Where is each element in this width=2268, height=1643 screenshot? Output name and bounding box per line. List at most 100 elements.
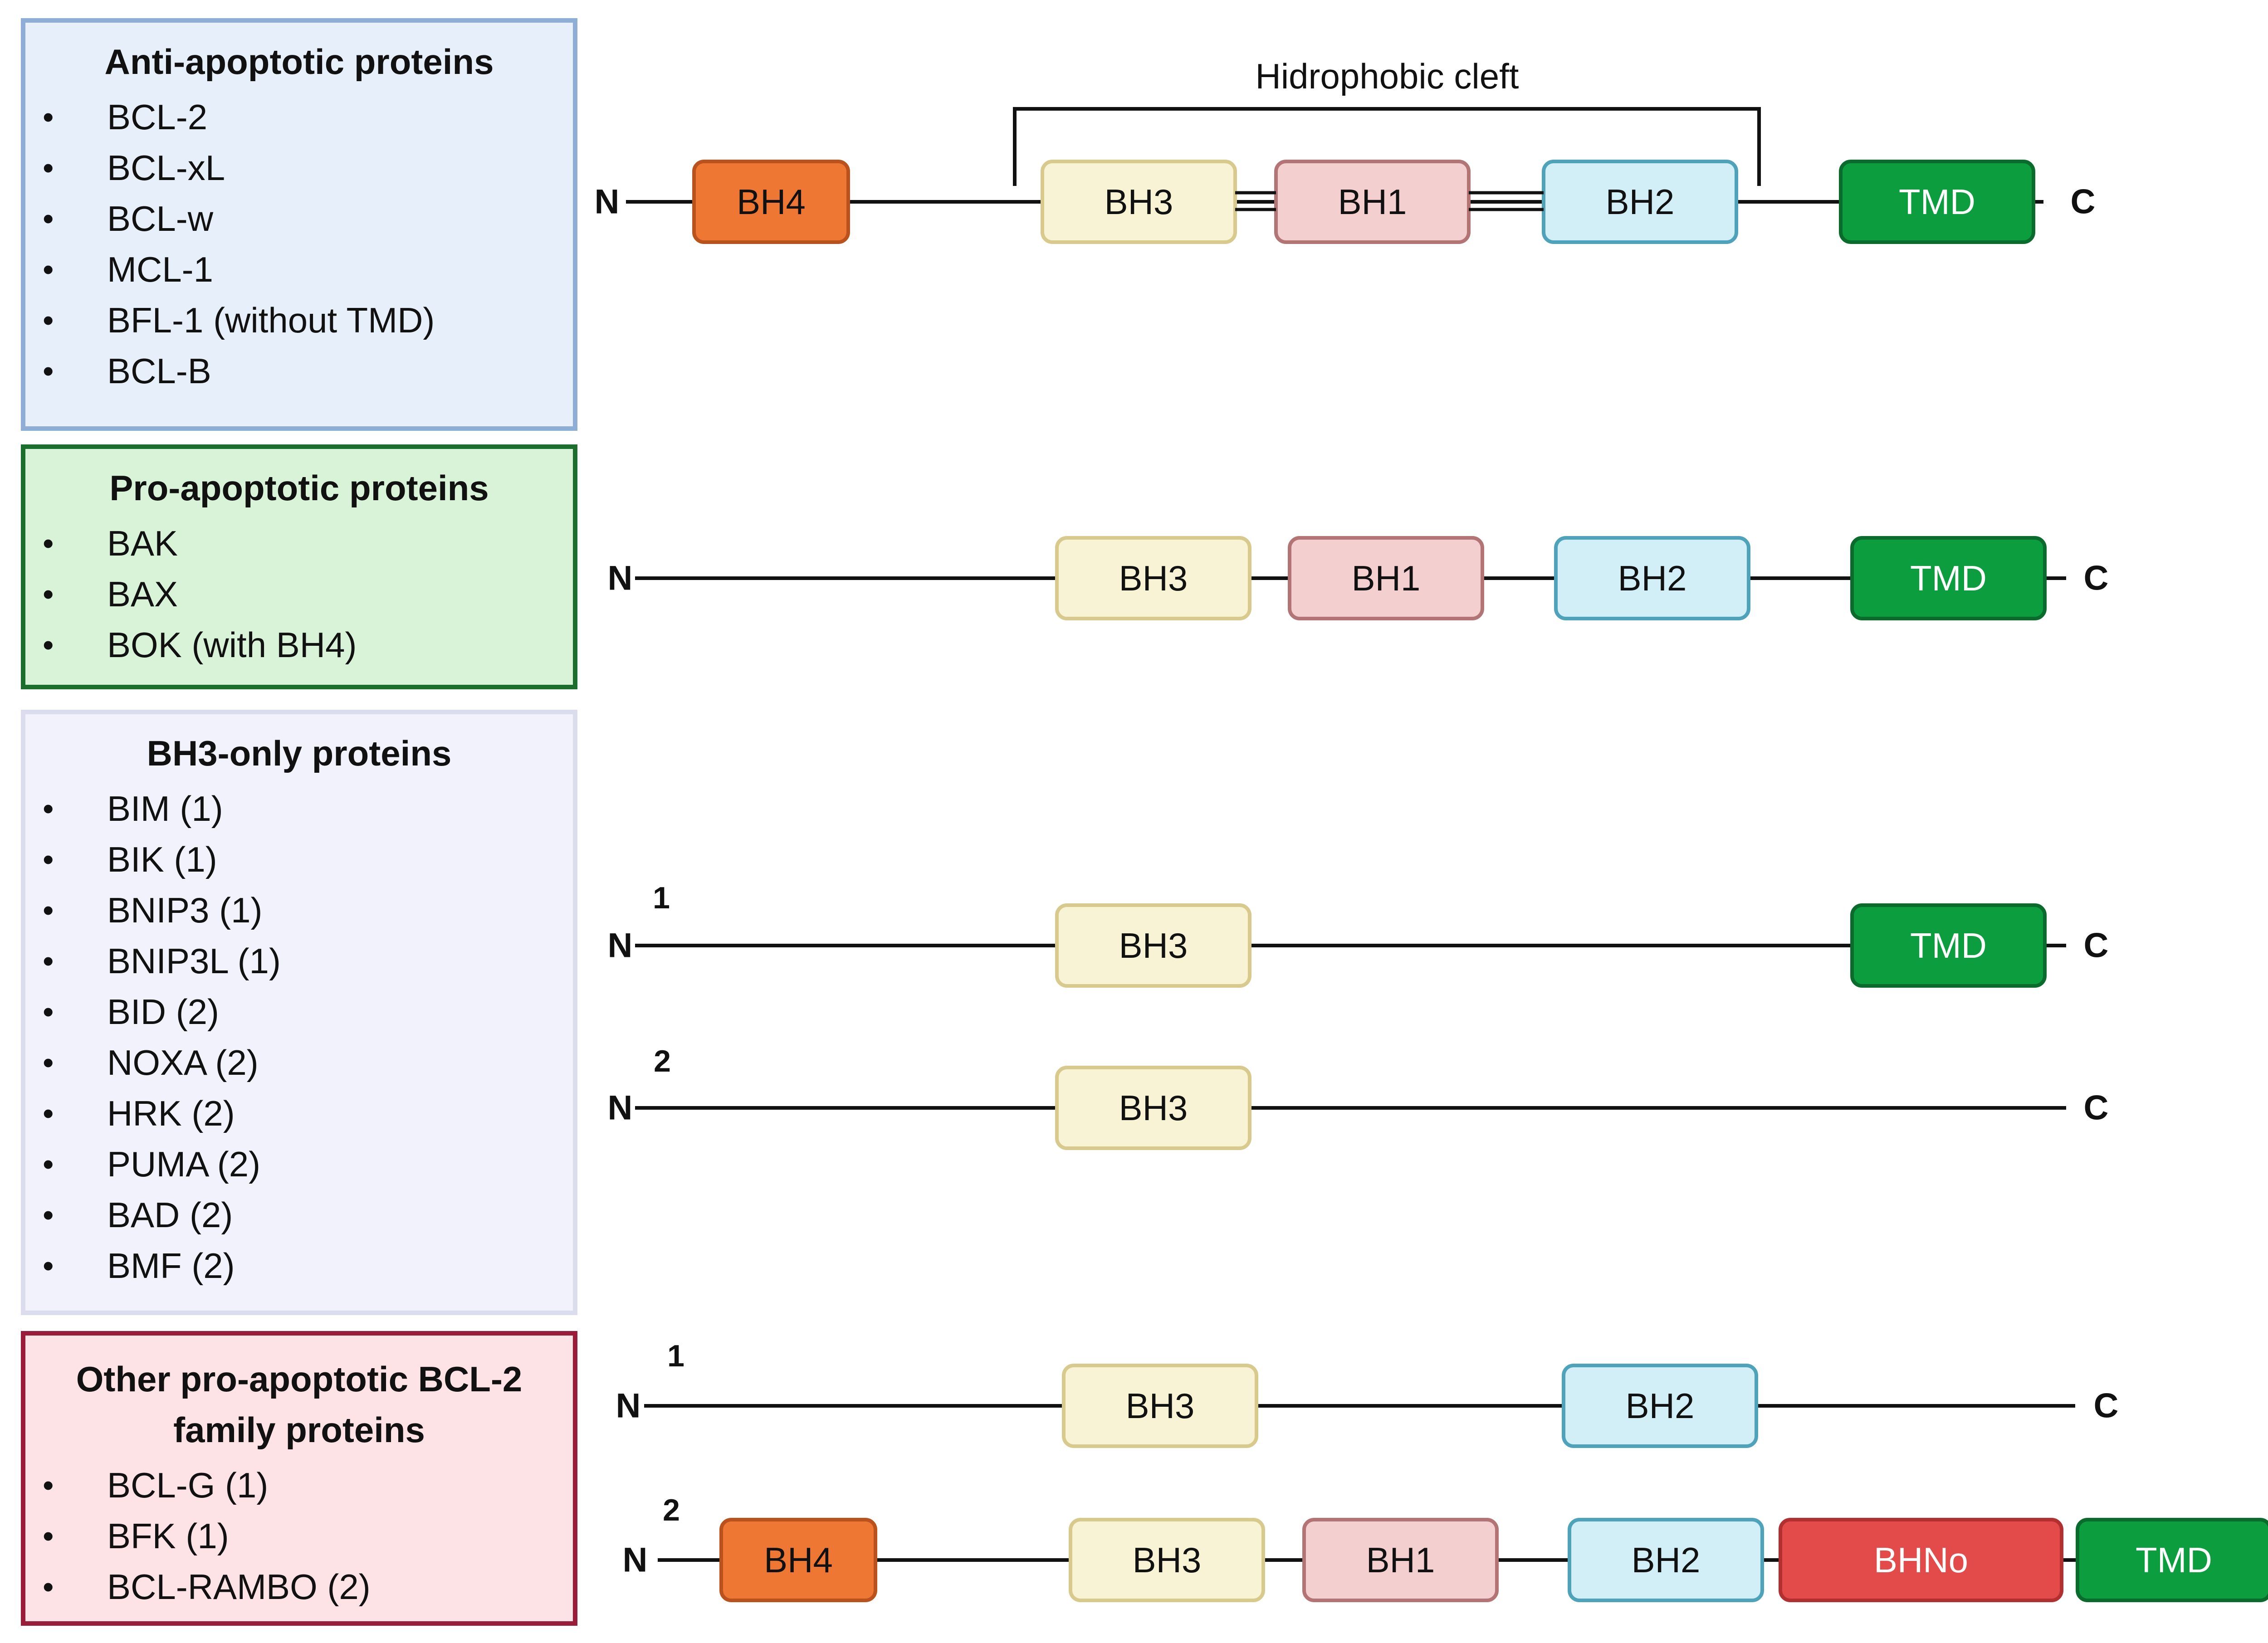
protein-list: • BAK • BAX •BOK (with BH4) [25, 518, 573, 670]
domain-bh3-label: BH3 [1119, 558, 1188, 598]
bullet: • [43, 1197, 54, 1233]
protein-name: MCL-1 [107, 249, 214, 289]
protein-name: BNIP3 (1) [107, 890, 263, 930]
domain-bh1-label: BH1 [1366, 1540, 1435, 1580]
bh3-only-panel: BH3-only proteins •BIM (1) •BIK (1) •BNI… [21, 710, 577, 1315]
domain-bh1-box [1288, 536, 1484, 620]
domain-bh3-label: BH3 [1119, 926, 1188, 965]
hydrophobic-cleft-label: Hidrophobic cleft [1256, 56, 1519, 96]
domain-bh3-label: BH3 [1126, 1386, 1195, 1426]
c-terminus-label: C [2084, 926, 2109, 965]
protein-name: BCL-RAMBO (2) [107, 1567, 371, 1607]
domain-tmd-label: TMD [1910, 558, 1987, 598]
bullet: • [43, 1518, 54, 1554]
domain-bh4-box [719, 1518, 877, 1602]
list-item: • BCL-G (1) [25, 1460, 573, 1511]
protein-name: BFK (1) [107, 1516, 229, 1556]
pro-apoptotic-panel: Pro-apoptotic proteins • BAK • BAX •BOK (w… [21, 444, 577, 689]
domain-tmd-label: TMD [2136, 1540, 2212, 1580]
list-item: • BNIP3L (1) [25, 936, 573, 986]
domain-bh3-label: BH3 [1105, 182, 1173, 222]
bullet: • [43, 1569, 54, 1604]
protein-name: BNIP3L (1) [107, 941, 281, 981]
n-terminus-label: N [616, 1387, 641, 1425]
domain-bh1-label: BH1 [1352, 558, 1421, 598]
list-item: •MCL-1 [25, 244, 573, 295]
list-item: • BMF (2) [25, 1240, 573, 1291]
panel-title: Pro-apoptotic proteins [109, 468, 489, 508]
list-item: • BCL-B [25, 346, 573, 396]
domain-bh2-label: BH2 [1632, 1540, 1701, 1580]
domain-bh2-label: BH2 [1618, 558, 1687, 598]
protein-name: BCL-w [107, 199, 214, 239]
domain-bh2-box [1568, 1518, 1764, 1602]
c-terminus-label: C [2071, 183, 2096, 221]
domain-bh3-box [1041, 160, 1237, 244]
bullet: • [43, 1248, 54, 1283]
n-terminus-label: N [608, 926, 633, 965]
domain-bh3-box [1055, 536, 1251, 620]
list-item: • BAX [25, 569, 573, 619]
bullet: • [43, 150, 54, 185]
domain-bh2-label: BH2 [1626, 1386, 1695, 1426]
domain-bh3-box [1069, 1518, 1265, 1602]
domain-tmd-box [1850, 903, 2047, 988]
protein-name: BAX [107, 574, 178, 614]
bullet: • [43, 842, 54, 877]
list-item: •PUMA (2) [25, 1139, 573, 1190]
domain-bh2-box [1562, 1364, 1758, 1448]
protein-name: BCL-B [107, 351, 211, 391]
anti-apoptotic-panel: Anti-apoptotic proteins •BCL-2 • BCL-xL •… [21, 18, 577, 431]
domain-tmd-box [2076, 1518, 2268, 1602]
n-terminus-label: N [608, 1089, 633, 1127]
list-item: •BCL-w [25, 193, 573, 244]
bullet: • [43, 1467, 54, 1503]
domain-bh3-label: BH3 [1133, 1540, 1202, 1580]
protein-list: •BCL-2 • BCL-xL •BCL-w •MCL-1 • BFL-1 (wit… [25, 92, 573, 396]
protein-name: BAK [107, 523, 178, 563]
n-terminus-label: N [595, 183, 620, 221]
variant-label: 2 [663, 1493, 680, 1527]
n-terminus-label: N [623, 1541, 648, 1580]
c-terminus-label: C [2084, 1089, 2109, 1127]
domain-bhno-label: BHNo [1874, 1540, 1968, 1580]
protein-name: BIK (1) [107, 839, 217, 879]
domain-tmd-box [1839, 160, 2035, 244]
domain-bh2-box [1554, 536, 1750, 620]
bullet: • [43, 526, 54, 561]
protein-name: BMF (2) [107, 1246, 235, 1286]
bullet: • [43, 1096, 54, 1131]
panel-title-line: family proteins [173, 1410, 425, 1450]
domain-bh3-box [1055, 903, 1251, 988]
list-item: • BAK [25, 518, 573, 569]
list-item: • BFK (1) [25, 1511, 573, 1561]
domain-bhno-box [1779, 1518, 2063, 1602]
list-item: •BCL-2 [25, 92, 573, 142]
protein-list: •BIM (1) •BIK (1) •BNIP3 (1) •BNIP3L (1)… [25, 783, 573, 1291]
protein-name: BCL-xL [107, 148, 225, 188]
domain-bh4-label: BH4 [737, 182, 806, 222]
protein-name: BIM (1) [107, 789, 223, 829]
bullet: • [43, 994, 54, 1029]
bullet: • [43, 943, 54, 979]
protein-name: BOK (with BH4) [107, 625, 357, 665]
bullet: • [43, 353, 54, 389]
domain-bh2-box [1542, 160, 1738, 244]
domain-bh1-box [1274, 160, 1471, 244]
domain-bh3-box [1062, 1364, 1258, 1448]
protein-list: • BCL-G (1) • BFK (1) • BCL-RAMBO (2) [25, 1460, 573, 1612]
domain-bh1-box [1302, 1518, 1499, 1602]
c-terminus-label: C [2094, 1387, 2119, 1425]
protein-name: BCL-G (1) [107, 1465, 269, 1505]
panel-title: Anti-apoptotic proteins [104, 42, 494, 82]
protein-name: BFL-1 (without TMD) [107, 300, 435, 340]
bullet: • [43, 576, 54, 612]
list-item: •BOK (with BH4) [25, 619, 573, 670]
domain-bh4-label: BH4 [764, 1540, 833, 1580]
protein-name: BID (2) [107, 992, 220, 1032]
protein-name: BAD (2) [107, 1195, 233, 1235]
list-item: •BNIP3 (1) [25, 885, 573, 936]
list-item: • BID (2) [25, 986, 573, 1037]
list-item: •BIM (1) [25, 783, 573, 834]
